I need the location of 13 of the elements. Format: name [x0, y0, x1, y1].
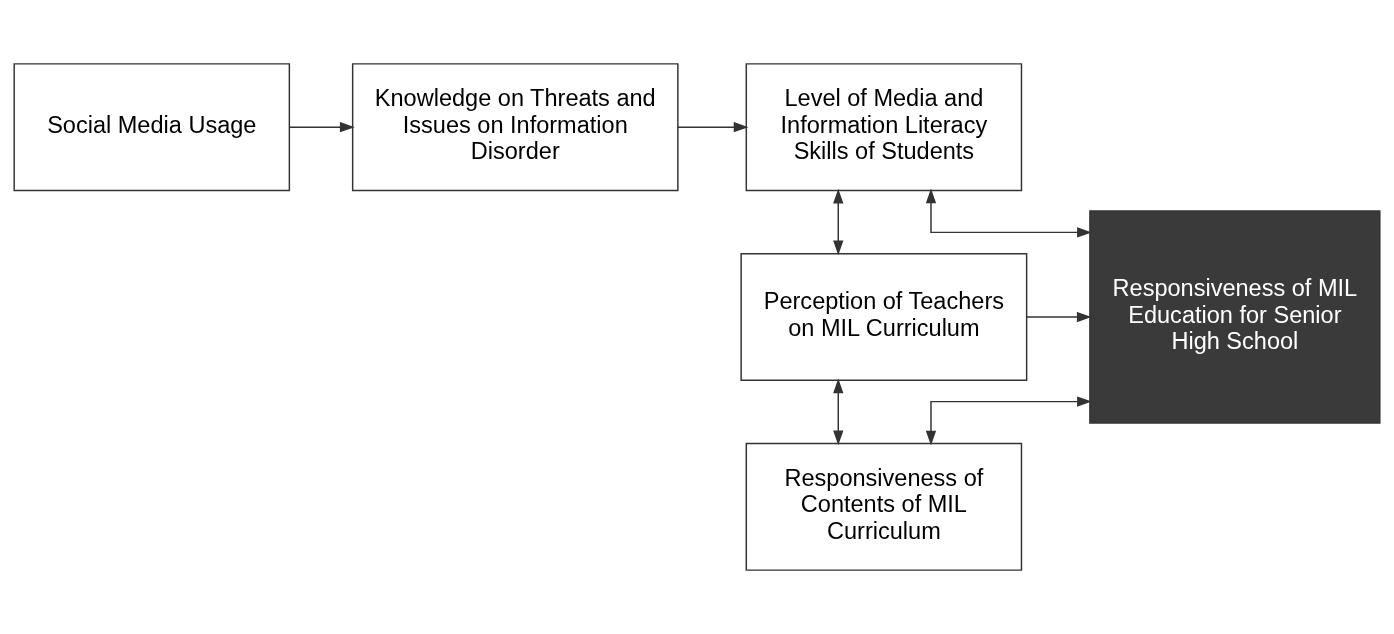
arrow — [925, 188, 1092, 238]
node-box: Perception of Teachers on MIL Curriculum — [740, 253, 1028, 381]
node-box: Level of Media and Information Literacy Skills of Students — [745, 63, 1023, 192]
arrow — [288, 122, 355, 133]
arrow — [677, 122, 749, 133]
node-box: Responsiveness of MIL Education for Senior High School — [1089, 210, 1381, 424]
arrow — [833, 188, 844, 256]
node-box: Knowledge on Threats and Issues on Information Disorder — [351, 63, 679, 192]
node-box: Social Media Usage — [13, 63, 291, 192]
arrow — [1025, 311, 1092, 323]
arrow — [925, 396, 1092, 446]
node-box: Responsiveness of Contents of MIL Curriculum — [745, 442, 1023, 571]
arrow — [833, 378, 844, 446]
